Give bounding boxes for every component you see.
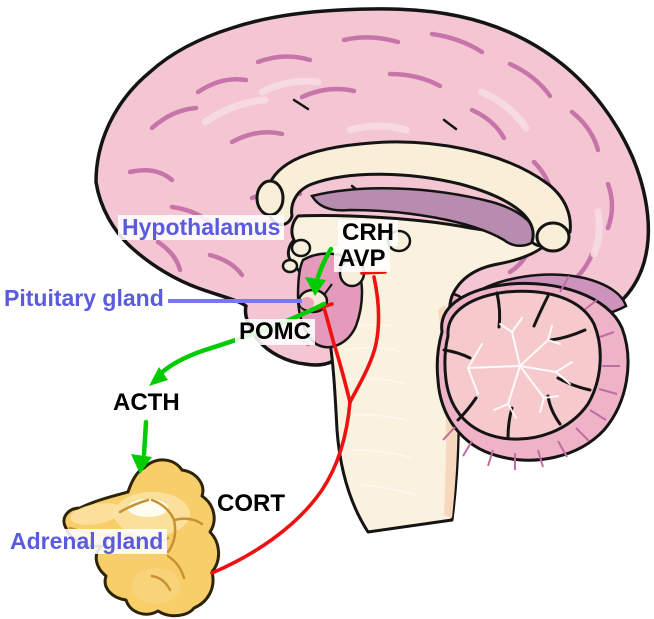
thalamus-region — [310, 187, 540, 247]
pomc-acth-arrowhead — [149, 367, 168, 386]
acth-adrenal-arrow — [141, 419, 149, 457]
label-avp: AVP — [334, 246, 390, 273]
stimulatory-arrows — [131, 246, 334, 474]
label-hypothalamus: Hypothalamus — [118, 215, 285, 241]
acth-adrenal-arrowhead — [131, 454, 152, 474]
label-pomc: POMC — [235, 319, 315, 346]
crh-avp-arrow — [315, 246, 334, 280]
genu — [255, 179, 285, 217]
cerebellum-fissures — [442, 291, 592, 440]
label-crh: CRH — [338, 220, 398, 247]
adrenal-lower-lobe — [132, 568, 180, 604]
cerebellum — [435, 275, 630, 470]
pomc-acth-arrow — [155, 301, 327, 379]
hypothalamic-nucleus — [290, 238, 312, 258]
anterior-pituitary — [300, 297, 314, 309]
label-cort: CORT — [217, 490, 285, 517]
cerebellum-folia-stripes — [442, 275, 620, 470]
corpus-callosum — [255, 140, 572, 253]
gyri-highlights — [201, 77, 603, 258]
cort-feedback-to-hypothalamus — [348, 275, 381, 404]
arbor-vitae — [467, 317, 573, 419]
splenium — [535, 221, 571, 253]
label-adrenal-gland: Adrenal gland — [6, 529, 168, 555]
cort-feedback-to-pituitary — [322, 306, 352, 404]
crh-avp-arrowhead — [305, 277, 326, 296]
adrenal-gleam — [128, 499, 168, 517]
optic-chiasm — [281, 258, 299, 274]
cort-feedback-main — [210, 400, 352, 575]
cerebellum-body — [443, 289, 602, 441]
brainstem-fibers — [339, 323, 417, 496]
adrenal-wing-highlight — [70, 503, 122, 525]
label-pituitary-gland: Pituitary gland — [4, 285, 164, 311]
label-acth: ACTH — [113, 389, 180, 416]
